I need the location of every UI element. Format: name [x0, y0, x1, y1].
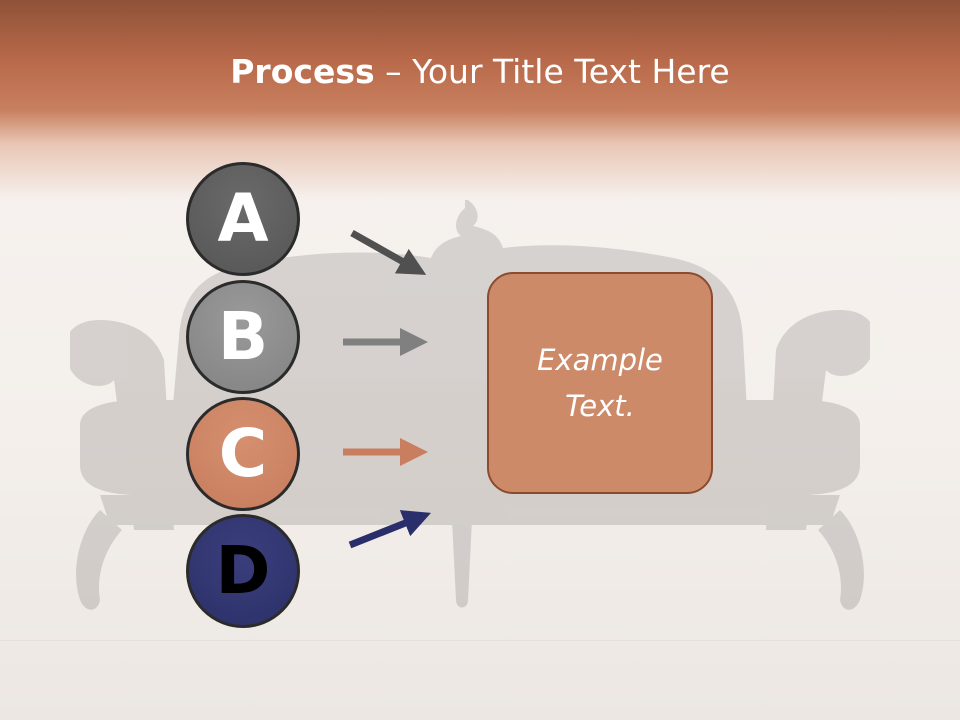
step-circle-d: D [186, 514, 300, 628]
arrow-a [350, 229, 427, 275]
title-bold: Process [230, 52, 375, 91]
header-band [0, 0, 960, 200]
page-title: Process – Your Title Text Here [0, 52, 960, 91]
example-text: Example Text. [537, 343, 663, 423]
example-text-box: Example Text. [487, 272, 713, 494]
arrow-d [348, 510, 432, 549]
title-rest: – Your Title Text Here [374, 52, 730, 91]
step-circle-b: B [186, 280, 300, 394]
floor-line [0, 640, 960, 641]
step-circle-c: C [186, 397, 300, 511]
step-circle-a: A [186, 162, 300, 276]
